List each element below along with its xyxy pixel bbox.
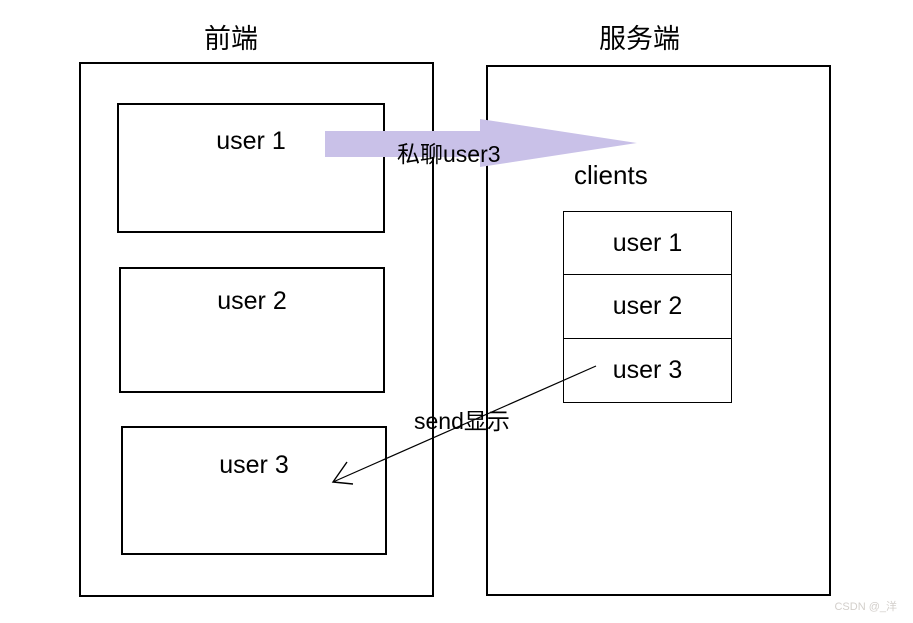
frontend-user1-box: user 1 [117,103,385,233]
server-client1-cell: user 1 [563,211,732,275]
server-title: 服务端 [599,24,680,54]
clients-label: clients [574,160,648,190]
frontend-title: 前端 [204,24,258,54]
server-client2-cell: user 2 [563,275,732,339]
private-chat-arrow-label: 私聊user3 [397,141,501,167]
frontend-panel [79,62,434,597]
clients-table: user 1 user 2 user 3 [563,211,732,403]
send-arrow-label: send显示 [414,408,510,434]
server-panel [486,65,831,596]
frontend-user3-box: user 3 [121,426,387,555]
frontend-user2-box: user 2 [119,267,385,393]
server-client3-cell: user 3 [563,339,732,403]
watermark: CSDN @_洋 [834,601,897,613]
